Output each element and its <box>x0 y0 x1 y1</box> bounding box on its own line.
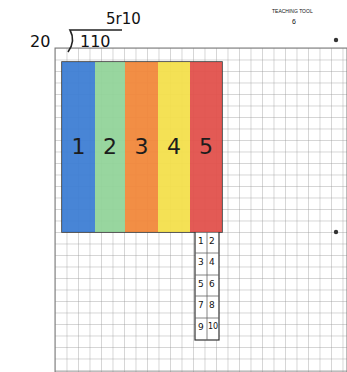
strip-number: 4 <box>209 258 215 267</box>
strip-number: 5 <box>198 280 204 289</box>
division-bracket <box>68 30 122 52</box>
strip-number: 8 <box>209 301 215 310</box>
crayon-column: 4 <box>158 62 190 232</box>
column-number: 4 <box>167 136 181 158</box>
divisor: 20 <box>30 34 50 50</box>
counting-strip <box>195 232 219 340</box>
quotient: 5r10 <box>106 12 141 27</box>
dividend: 110 <box>80 34 111 50</box>
strip-number: 1 <box>198 237 204 246</box>
crayon-column: 3 <box>125 62 158 232</box>
strip-number: 9 <box>198 323 204 332</box>
strip-number: 2 <box>209 237 215 246</box>
column-number: 1 <box>72 136 86 158</box>
block-outline <box>62 62 222 232</box>
header-text: TEACHING TOOL <box>272 9 313 14</box>
strip-number: 10 <box>208 323 218 331</box>
crayon-column: 5 <box>190 62 222 232</box>
column-number: 5 <box>199 136 213 158</box>
crayon-column: 1 <box>62 62 95 232</box>
page-number: 6 <box>292 18 296 25</box>
dot <box>334 230 338 234</box>
column-number: 2 <box>103 136 117 158</box>
column-number: 3 <box>135 136 149 158</box>
crayon-column: 2 <box>95 62 125 232</box>
grid <box>55 48 347 372</box>
dot <box>334 38 338 42</box>
strip-number: 7 <box>198 301 204 310</box>
grid-border <box>55 48 347 372</box>
strip-number: 6 <box>209 280 215 289</box>
strip-number: 3 <box>198 258 204 267</box>
